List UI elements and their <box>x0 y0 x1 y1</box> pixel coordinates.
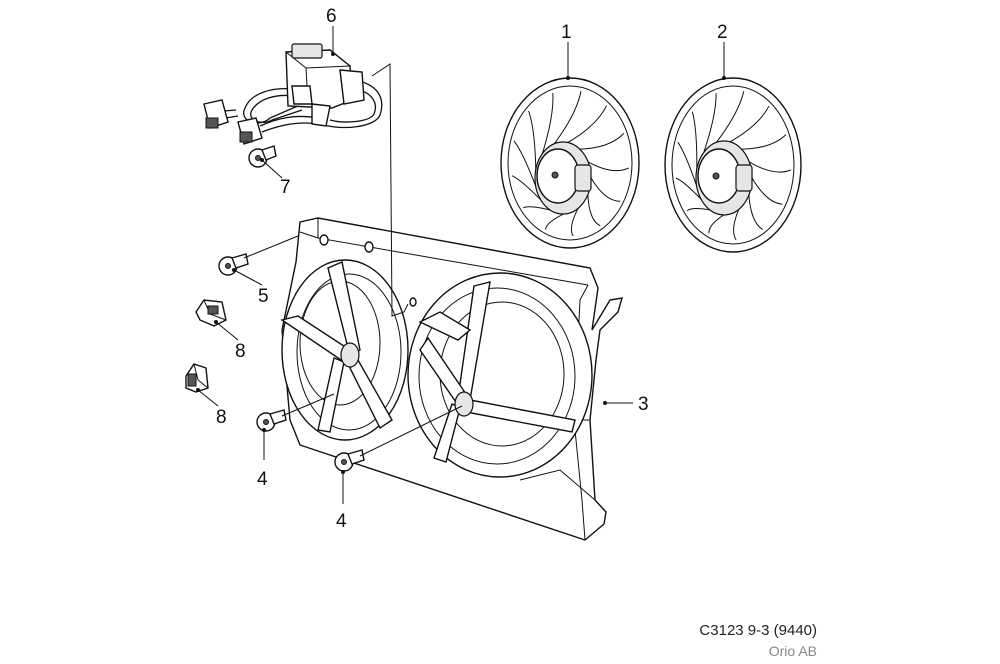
callout-7: 7 <box>280 177 291 198</box>
callout-8b: 8 <box>216 407 227 428</box>
clip-upper <box>195 299 227 327</box>
fan-blade <box>587 194 601 227</box>
callout-labels: 1 2 3 4 4 5 6 7 8 8 <box>216 6 728 532</box>
fan-blade <box>513 140 537 187</box>
fan-blade <box>713 91 745 146</box>
fan-blade <box>739 134 787 150</box>
screw-upper <box>218 253 249 276</box>
fan-blade <box>727 105 770 144</box>
callout-6: 6 <box>326 6 337 27</box>
callout-4a: 4 <box>257 469 268 490</box>
control-module <box>203 43 383 145</box>
fan-blade <box>751 177 783 205</box>
clip-lower <box>185 363 209 393</box>
callout-1: 1 <box>561 22 572 43</box>
leader-lines <box>196 26 726 504</box>
fan-blade <box>528 110 537 170</box>
fan-blade <box>578 133 625 150</box>
fan-blade <box>691 111 698 170</box>
fan-shroud <box>280 217 623 541</box>
fan-blade <box>587 161 630 172</box>
fan-blade <box>748 161 791 173</box>
screw-lower-left <box>256 409 287 432</box>
diagram-code: C3123 9-3 (9440) <box>699 622 817 639</box>
fan-blade <box>511 175 543 202</box>
fan-blade <box>552 91 582 146</box>
callout-8a: 8 <box>235 341 246 362</box>
callout-2: 2 <box>717 22 728 43</box>
screw-lower-mid <box>334 449 365 472</box>
fan-blade <box>677 141 698 187</box>
callout-5: 5 <box>258 286 269 307</box>
fan-2 <box>664 77 802 253</box>
fan-blade <box>566 105 608 144</box>
screw-module <box>248 145 277 168</box>
fan-blade <box>541 92 554 155</box>
diagram-organization: Orio AB <box>768 643 817 659</box>
fan-blade <box>590 177 621 202</box>
callout-4b: 4 <box>336 511 347 532</box>
fan-blade <box>570 206 580 237</box>
fan-1 <box>500 77 640 249</box>
callout-3: 3 <box>638 394 649 415</box>
fan-blade <box>702 93 717 155</box>
fan-blade <box>748 194 763 230</box>
